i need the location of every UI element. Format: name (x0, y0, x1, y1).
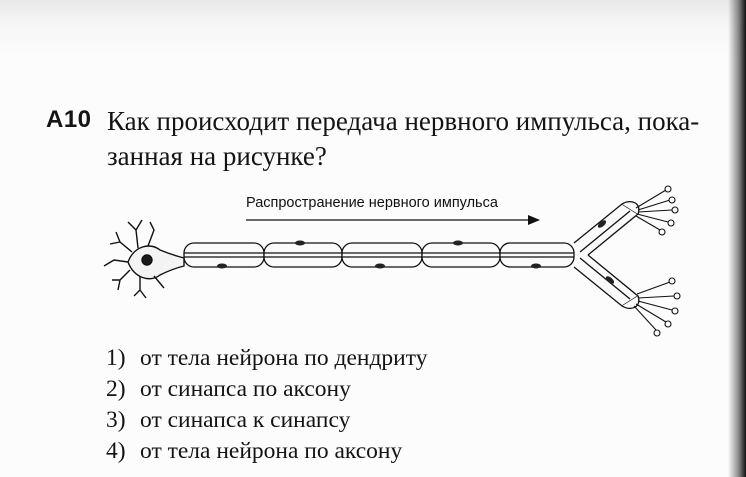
answer-number: 3) (106, 407, 126, 433)
schwann-cell-nuclei (217, 240, 541, 269)
answer-option-2[interactable]: 2) от синапса по аксону (106, 374, 427, 405)
answer-text: от тела нейрона по дендриту (140, 345, 428, 371)
lower-axon-terminals (633, 277, 681, 337)
answer-options: 1) от тела нейрона по дендриту 2) от синап… (106, 343, 427, 467)
myelinated-axon (183, 242, 575, 268)
neuron-cell-body (103, 219, 185, 299)
figure-caption: Распространение нервного импульса (246, 195, 499, 211)
answer-text: от синапса к синапсу (140, 407, 351, 433)
question-text: Как происходит передача нервного импульс… (107, 104, 737, 174)
answer-number: 4) (106, 438, 126, 464)
answer-number: 2) (106, 376, 126, 402)
answer-number: 1) (106, 345, 126, 371)
axon-branches (573, 200, 640, 310)
question-line-1: Как происходит передача нервного импульс… (107, 106, 700, 136)
neuron-figure: Распространение нервного импульса (100, 180, 700, 350)
upper-axon-terminals (635, 185, 679, 236)
neuron-diagram: Распространение нервного импульса (103, 185, 681, 337)
question-number: A10 (46, 106, 92, 133)
answer-option-3[interactable]: 3) от синапса к синапсу (106, 405, 427, 436)
impulse-direction-arrow (246, 215, 540, 225)
answer-option-1[interactable]: 1) от тела нейрона по дендриту (106, 343, 427, 374)
branch-nuclei (597, 220, 615, 284)
answer-option-4[interactable]: 4) от тела нейрона по аксону (106, 436, 427, 467)
answer-text: от синапса по аксону (140, 376, 351, 402)
page-edge-shadow (728, 0, 746, 477)
question-line-2: занная на рисунке? (107, 141, 327, 171)
answer-text: от тела нейрона по аксону (140, 438, 403, 464)
